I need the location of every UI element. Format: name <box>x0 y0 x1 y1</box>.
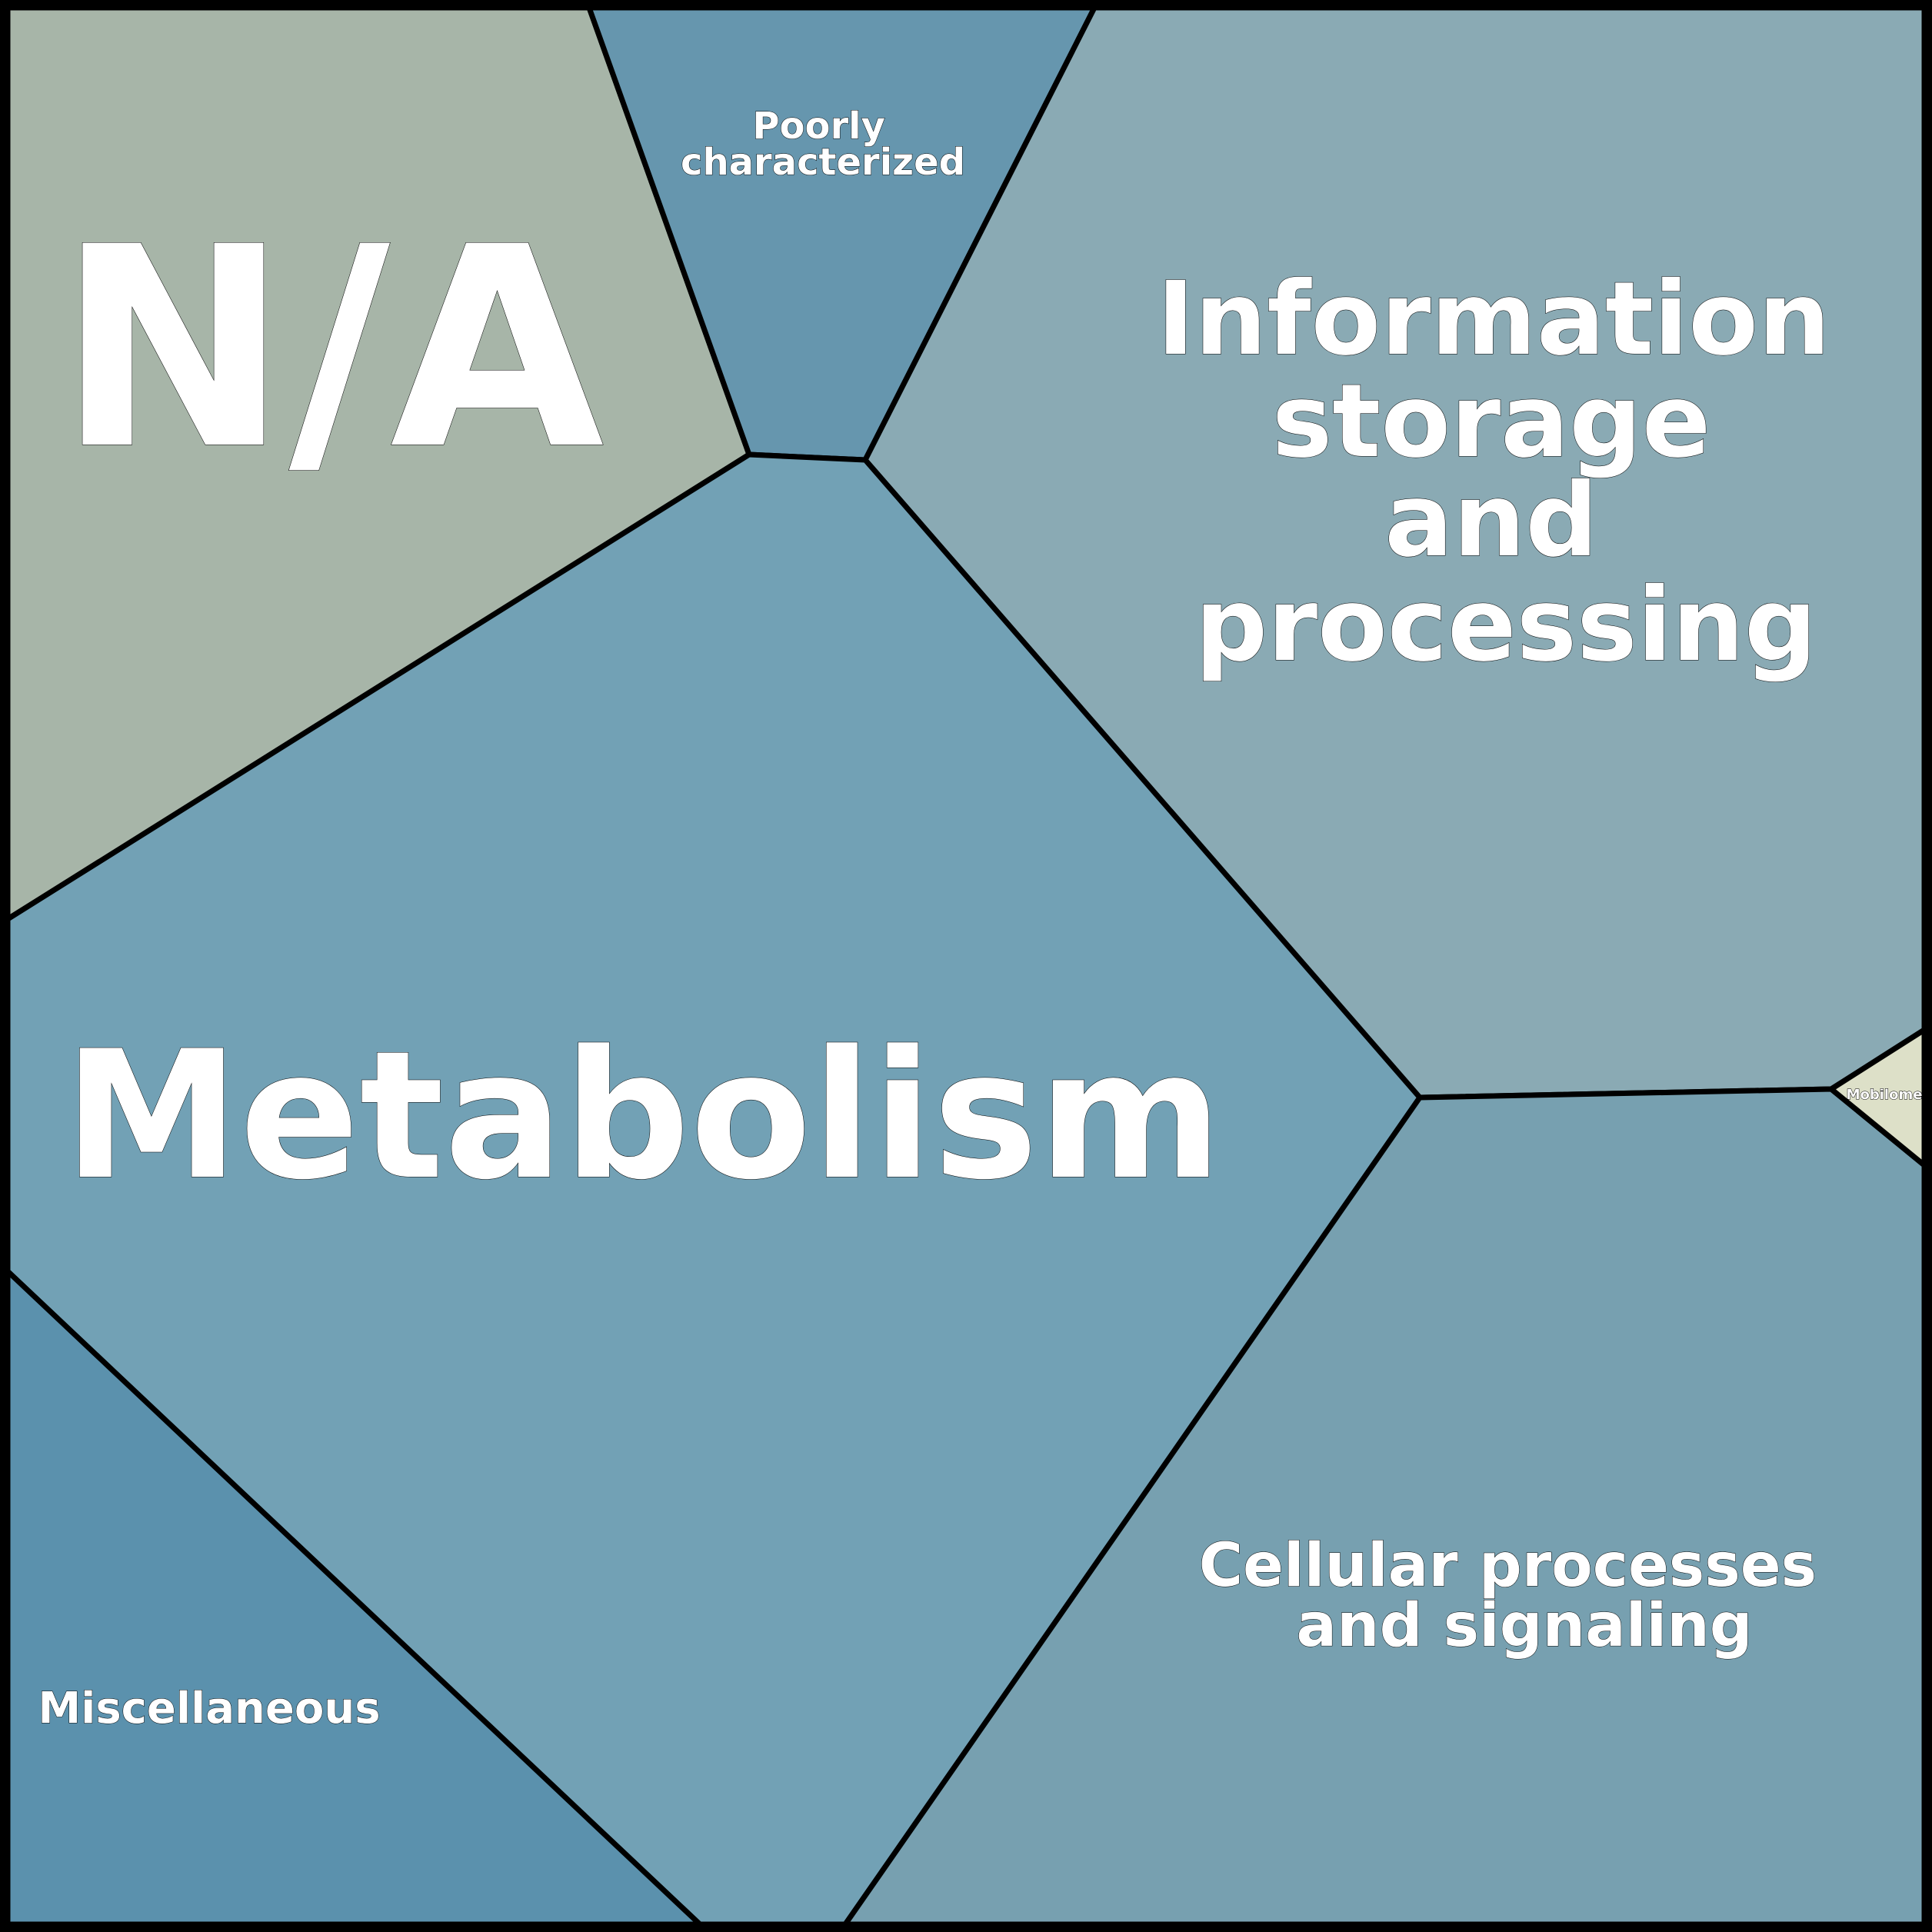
label-na: N/A <box>57 188 606 510</box>
label-information-storage: Information storage and processing <box>1157 260 1866 685</box>
label-cellular-processes: Cellular processes and signaling <box>1199 1531 1838 1661</box>
label-poorly-characterized: Poorly characterized <box>681 105 965 184</box>
label-miscellaneous: Miscellaneous <box>38 1684 380 1734</box>
label-metabolism: Metabolism <box>64 1014 1223 1219</box>
label-mobilome: Mobilome <box>1847 1087 1923 1103</box>
